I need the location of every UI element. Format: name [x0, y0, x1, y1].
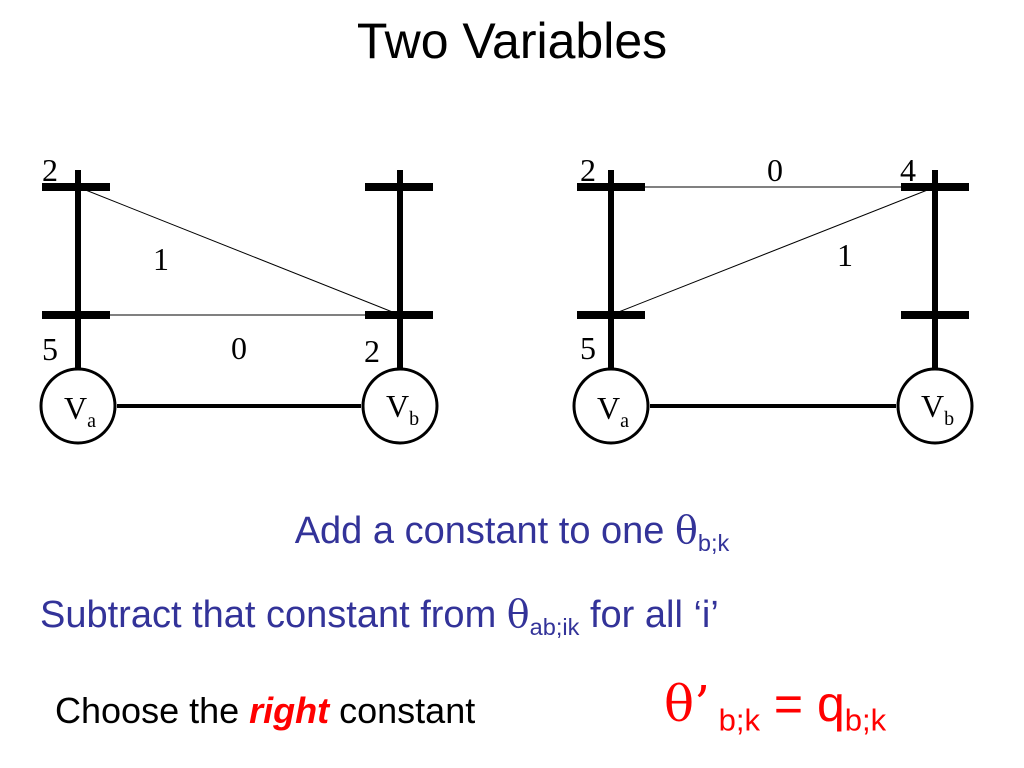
update-formula: θ’ b;k = qb;k [664, 675, 886, 738]
line2-tail: for all [579, 594, 694, 636]
line2-subscript: ab;ik [529, 614, 580, 641]
right-node-vb-label: Vb [921, 388, 954, 430]
left-node-vb [361, 367, 439, 445]
instruction-subtract-constant: Subtract that constant from θab;ik for a… [40, 592, 1000, 641]
theta-prime-symbol: θ’ [664, 675, 710, 733]
right-unary-b-top: 4 [900, 152, 916, 188]
page-title: Two Variables [356, 13, 668, 69]
right-diagram: Va Vb 2 5 4 0 1 [572, 152, 974, 445]
right-pairwise-lower: 1 [837, 237, 853, 273]
left-unary-a-bottom: 5 [42, 331, 58, 367]
line3-emphasis: right [249, 690, 330, 731]
right-node-va-label: Va [597, 390, 629, 432]
right-unary-a-top: 2 [580, 152, 596, 188]
line3-post: constant [329, 690, 476, 731]
instruction-add-constant: Add a constant to one θb;k [0, 508, 1024, 557]
right-node-vb [896, 367, 974, 445]
line2-quote: ‘i’ [693, 594, 719, 636]
line2-text: Subtract that constant from [40, 594, 507, 636]
formula-subscript-right: b;k [844, 702, 887, 738]
left-node-va-label: Va [64, 390, 96, 432]
line1-text: Add a constant to one [294, 510, 675, 552]
left-node-va [39, 367, 117, 445]
left-pairwise-lower: 0 [231, 330, 247, 366]
line1-subscript: b;k [697, 530, 730, 557]
right-node-va [572, 367, 650, 445]
left-diagram: Va Vb 2 5 2 1 0 [39, 152, 439, 445]
right-pairwise-upper: 0 [767, 152, 783, 188]
theta-symbol: θ [674, 508, 698, 552]
left-pairwise-upper: 1 [153, 241, 169, 277]
left-unary-a-top: 2 [42, 152, 58, 188]
line3-pre: Choose the [55, 690, 250, 731]
formula-subscript-left: b;k [710, 702, 760, 738]
right-unary-a-bottom: 5 [580, 330, 596, 366]
right-edge-a5-b4 [610, 186, 936, 316]
left-unary-b-bottom: 2 [364, 333, 380, 369]
left-node-vb-label: Vb [386, 388, 419, 430]
left-edge-a2-b2 [77, 186, 401, 316]
formula-equals: = [759, 676, 817, 732]
instruction-choose-constant: Choose the right constant [55, 690, 475, 732]
theta-symbol: θ [506, 592, 530, 636]
formula-q: q [816, 676, 845, 732]
